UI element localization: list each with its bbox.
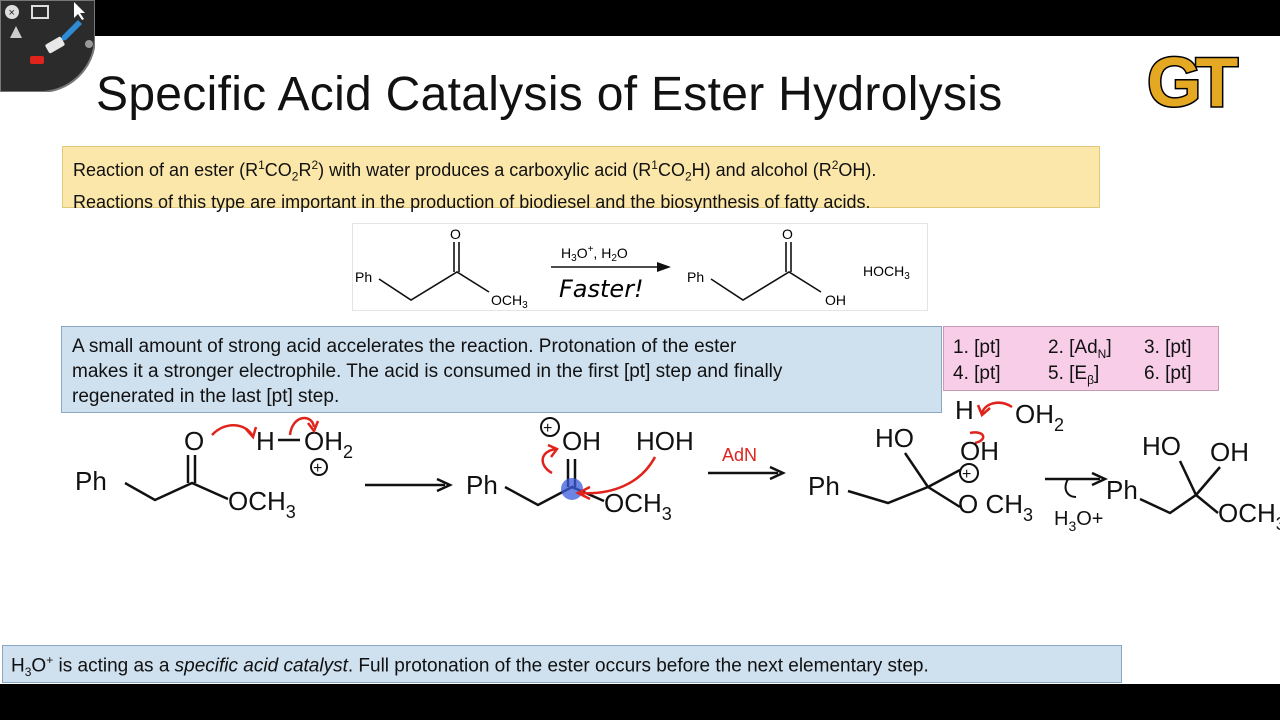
m1-oh2: OH2 bbox=[304, 426, 353, 462]
m1-ph: Ph bbox=[75, 466, 107, 496]
product-bonds bbox=[710, 271, 822, 301]
top-letterbox bbox=[0, 0, 1280, 36]
explanation-line-2: makes it a stronger electrophile. The ac… bbox=[72, 361, 783, 382]
intro-line-2: Reactions of this type are important in … bbox=[73, 191, 871, 212]
bottom-letterbox bbox=[0, 684, 1280, 720]
explanation-box: A small amount of strong acid accelerate… bbox=[61, 326, 942, 413]
annotation-toolbar[interactable]: × bbox=[0, 0, 95, 92]
m3-ph: Ph bbox=[808, 471, 840, 501]
svg-text:×: × bbox=[9, 7, 15, 19]
gt-logo: GT bbox=[1146, 44, 1245, 116]
steps-box: 1. [pt] 2. [AdN] 3. [pt] 4. [pt] 5. [Eβ]… bbox=[943, 326, 1219, 391]
m3-och3: O CH3 bbox=[958, 489, 1033, 525]
svg-text:+: + bbox=[543, 420, 552, 437]
cursor-icon[interactable] bbox=[74, 2, 85, 20]
step-2: 2. [AdN] bbox=[1048, 337, 1112, 361]
highlighter-icon[interactable] bbox=[30, 56, 44, 64]
mechanism-drawing: Ph O H OH2 + OCH3 Ph + OH HOH OCH3 bbox=[75, 395, 1280, 534]
m3-oh: OH bbox=[960, 436, 999, 466]
eraser-icon[interactable] bbox=[45, 36, 66, 54]
m4-ph: Ph bbox=[1106, 475, 1138, 505]
product-o: O bbox=[782, 226, 793, 242]
reaction-scheme: Ph O OCH3 H3O+, H2O Faster! Ph O OH HOCH… bbox=[352, 223, 928, 311]
step-5: 5. [Eβ] bbox=[1048, 363, 1100, 387]
footer-box: H3O+ is acting as a specific acid cataly… bbox=[2, 645, 1122, 683]
m4-oh: OH bbox=[1210, 437, 1249, 467]
m2-ph: Ph bbox=[466, 470, 498, 500]
m1-och3: OCH3 bbox=[228, 486, 296, 522]
m4-ho: HO bbox=[1142, 431, 1181, 461]
m4-h3o: H3O+ bbox=[1054, 508, 1104, 534]
m2-oh: OH bbox=[562, 426, 601, 456]
m2-och3: OCH3 bbox=[604, 488, 672, 524]
step-1: 1. [pt] bbox=[953, 337, 1001, 358]
m3-oh2: OH2 bbox=[1015, 399, 1064, 435]
gt-logo-text: GT bbox=[1147, 44, 1237, 116]
reactant-o: O bbox=[450, 226, 461, 242]
svg-text:+: + bbox=[313, 460, 322, 477]
step-4: 4. [pt] bbox=[953, 363, 1001, 384]
m1-o: O bbox=[184, 426, 204, 456]
m3-ho: HO bbox=[875, 423, 914, 453]
electrophile-highlight bbox=[561, 478, 583, 500]
product-ph: Ph bbox=[687, 269, 704, 285]
explanation-line-1: A small amount of strong acid accelerate… bbox=[72, 336, 737, 357]
reactant-bonds bbox=[378, 271, 490, 301]
svg-text:+: + bbox=[962, 466, 971, 483]
m3-h: H bbox=[955, 395, 974, 425]
adn-label: AdN bbox=[722, 445, 757, 465]
share-icon[interactable] bbox=[31, 5, 49, 19]
close-icon[interactable] bbox=[5, 5, 19, 19]
intro-line-1: Reaction of an ester (R1CO2R2) with wate… bbox=[73, 158, 877, 184]
pencil-icon[interactable] bbox=[61, 20, 82, 41]
intro-box: Reaction of an ester (R1CO2R2) with wate… bbox=[62, 146, 1100, 212]
faster-note: Faster! bbox=[559, 275, 644, 303]
explanation-line-3: regenerated in the last [pt] step. bbox=[72, 386, 340, 407]
byproduct-methanol: HOCH3 bbox=[863, 263, 910, 282]
specific-acid-catalyst-term: specific acid catalyst bbox=[174, 655, 348, 677]
reactant-ph: Ph bbox=[355, 269, 372, 285]
settings-icon[interactable] bbox=[85, 40, 93, 48]
reagent-label: H3O+, H2O bbox=[561, 244, 628, 264]
product-oh: OH bbox=[825, 292, 846, 308]
m4-och3: OCH3 bbox=[1218, 498, 1280, 534]
step-3: 3. [pt] bbox=[1144, 337, 1192, 358]
m2-hoh: HOH bbox=[636, 426, 694, 456]
reaction-scheme-svg: Ph O OCH3 H3O+, H2O Faster! Ph O OH HOCH… bbox=[355, 226, 910, 311]
step-6: 6. [pt] bbox=[1144, 363, 1192, 384]
reactant-och3: OCH3 bbox=[491, 292, 528, 311]
m1-h: H bbox=[256, 426, 275, 456]
slide-title: Specific Acid Catalysis of Ester Hydroly… bbox=[96, 68, 1003, 121]
pen-icon[interactable] bbox=[10, 26, 22, 38]
